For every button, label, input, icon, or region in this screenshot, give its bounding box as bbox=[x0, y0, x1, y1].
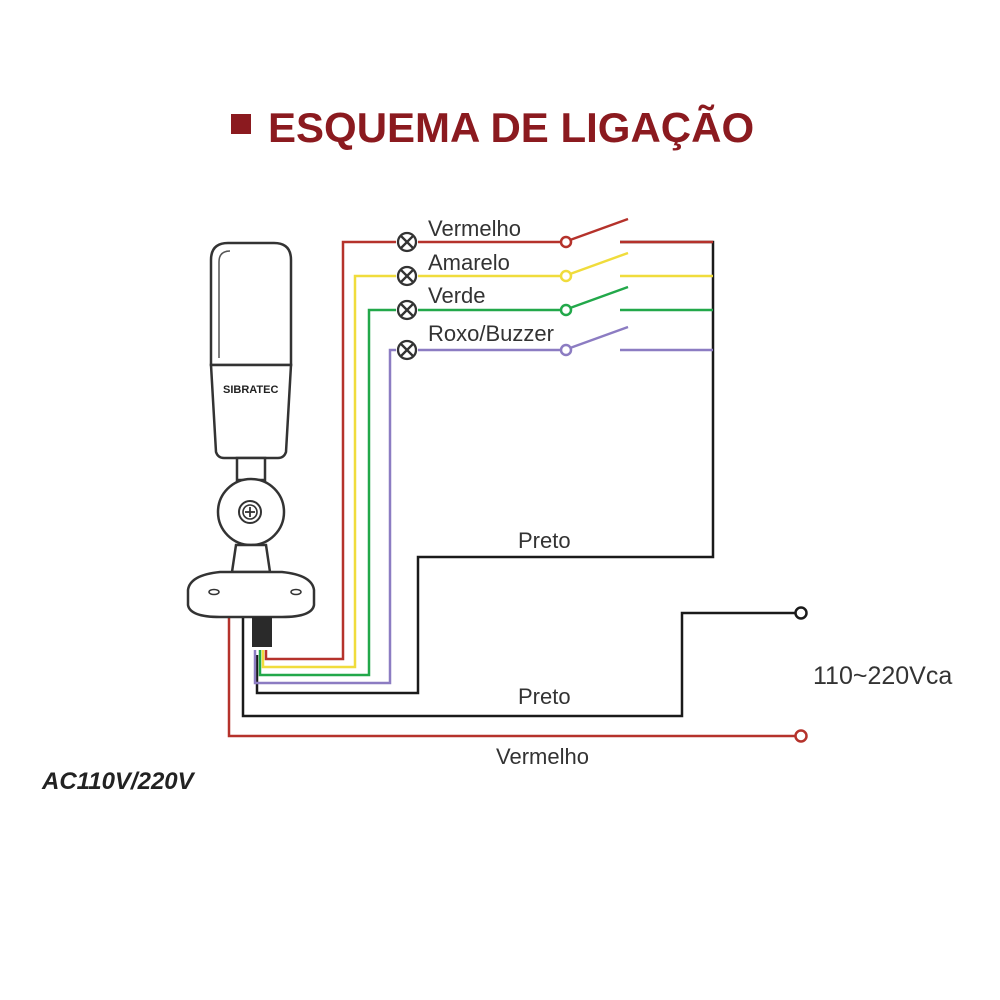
label-amarelo: Amarelo bbox=[428, 250, 510, 275]
switch-yellow-contact bbox=[559, 269, 573, 283]
label-vermelho-line: Vermelho bbox=[496, 744, 589, 769]
lamp-x-icon bbox=[396, 265, 418, 287]
lamp-x-icon bbox=[396, 299, 418, 321]
lamp-x-icon bbox=[396, 339, 418, 361]
lamp-symbols bbox=[396, 231, 418, 361]
screw-icon bbox=[238, 500, 262, 524]
terminal-icon bbox=[794, 729, 808, 743]
switch-purple-blade bbox=[569, 325, 629, 350]
tower-base bbox=[186, 570, 316, 619]
cable-gland bbox=[252, 617, 272, 647]
yellow-signal-wire: Amarelo bbox=[261, 250, 713, 669]
supply-voltage-label: 110~220Vca bbox=[813, 662, 952, 690]
terminal-icon bbox=[794, 606, 808, 620]
line-wire: Vermelho bbox=[227, 617, 808, 769]
green-signal-wire: Verde bbox=[258, 283, 713, 677]
purple-signal-wire: Roxo/Buzzer bbox=[253, 321, 713, 685]
lamp-x-icon bbox=[396, 231, 418, 253]
switch-purple-contact bbox=[559, 343, 573, 357]
switch-green-blade bbox=[569, 285, 629, 310]
page-title: ESQUEMA DE LIGAÇÃO bbox=[268, 104, 754, 151]
brand-label: SIBRATEC bbox=[223, 384, 278, 396]
red-signal-wire: Vermelho bbox=[264, 216, 713, 661]
label-preto-neutral: Preto bbox=[518, 684, 571, 709]
label-preto-common: Preto bbox=[518, 528, 571, 553]
label-roxo-buzzer: Roxo/Buzzer bbox=[428, 321, 554, 346]
switch-red-blade bbox=[569, 217, 629, 242]
switch-yellow-blade bbox=[569, 251, 629, 276]
title-block: ESQUEMA DE LIGAÇÃO bbox=[231, 104, 754, 151]
title-square-icon bbox=[231, 114, 251, 134]
neutral-wire: Preto bbox=[241, 606, 808, 718]
label-verde: Verde bbox=[428, 283, 486, 308]
switch-green-contact bbox=[559, 303, 573, 317]
tower-neck bbox=[235, 456, 267, 482]
label-vermelho: Vermelho bbox=[428, 216, 521, 241]
tower-lens bbox=[209, 241, 293, 367]
signal-tower: SIBRATEC bbox=[186, 241, 316, 647]
tower-body bbox=[209, 363, 293, 460]
switch-red-contact bbox=[559, 235, 573, 249]
voltage-model-label: AC110V/220V bbox=[41, 768, 196, 795]
